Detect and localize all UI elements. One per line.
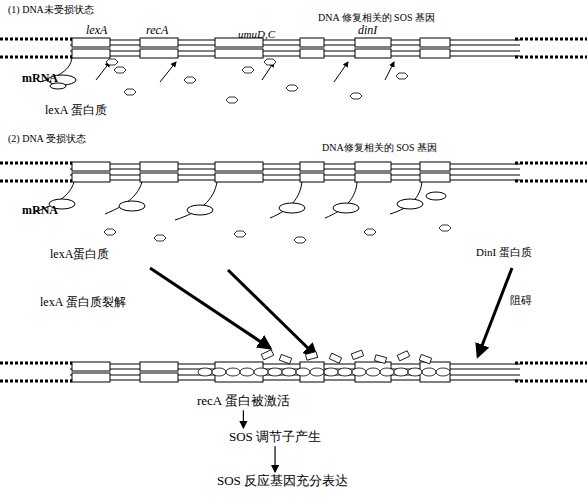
process-step: recA 蛋白被激活 (194, 392, 293, 410)
text-label: (2) DNA 受损状态 (8, 133, 86, 144)
dna-strand (0, 162, 587, 182)
text-label: DinI 蛋白质 (476, 246, 532, 258)
dna-strand (0, 38, 587, 58)
text-label: lexA蛋白质 (50, 248, 109, 261)
flow-arrow (243, 410, 244, 428)
step-text: recA 蛋白被激活 (197, 394, 290, 408)
cleaved-lexa (261, 350, 431, 364)
binding-arrow (96, 62, 394, 82)
text-label: 阻碍 (510, 294, 532, 306)
process-arrow (150, 268, 512, 356)
text-label: mRNA (22, 204, 58, 217)
text-label: mRNA (22, 72, 58, 85)
step-text: SOS 调节子产生 (229, 430, 321, 444)
ribosome (49, 192, 446, 215)
text-label: lexA (86, 24, 107, 37)
text-label: DNA 修复相关的 SOS 基因 (318, 12, 435, 23)
lexa-protein (104, 225, 451, 243)
mrna-strand (35, 182, 422, 220)
reca-filament (198, 368, 450, 376)
text-label: dinI (358, 24, 377, 37)
text-label: (1) DNA未受损状态 (8, 4, 94, 15)
text-label: lexA 蛋白质 (45, 104, 107, 117)
dna-strand (0, 362, 587, 382)
text-label: lexA 蛋白质裂解 (40, 296, 126, 309)
process-step: SOS 反应基因充分表达 (214, 472, 351, 490)
flow-arrow (274, 446, 275, 472)
text-label: umuD,C (238, 28, 275, 40)
process-step: SOS 调节子产生 (226, 428, 324, 446)
lexa-protein (106, 59, 408, 103)
text-label: recA (146, 24, 168, 37)
step-text: SOS 反应基因充分表达 (217, 474, 348, 488)
text-label: DNA修复相关的 SOS 基因 (322, 142, 437, 153)
